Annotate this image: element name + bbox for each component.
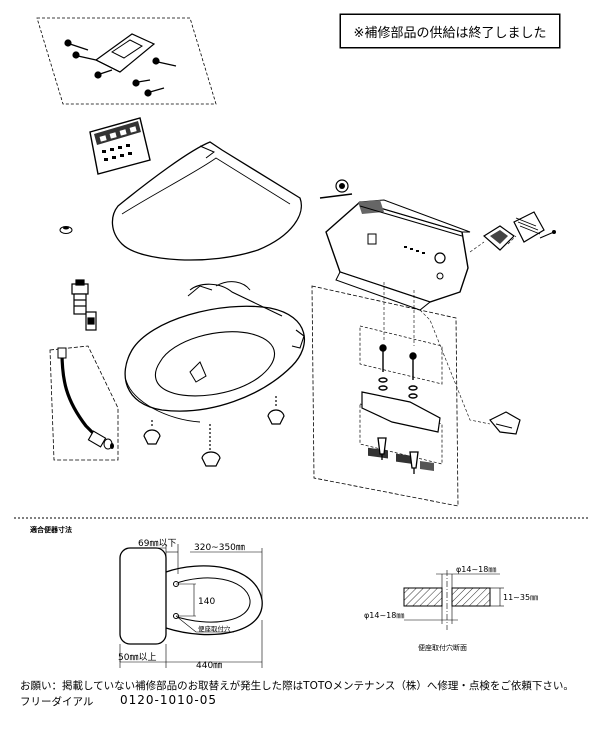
toilet-dimension-drawing (119, 544, 263, 668)
part-group-frame (36, 17, 217, 105)
base-plate (361, 391, 441, 471)
nozzle-cover-part (513, 211, 556, 243)
freedial-row: フリーダイアル 0120-1010-05 (20, 693, 216, 709)
washlet-main-unit (325, 199, 471, 311)
filter-part (482, 225, 515, 251)
stop-valve (71, 279, 97, 331)
base-plate-panel (311, 285, 459, 507)
dim-label: 440㎜ (196, 661, 222, 671)
tank-outline (119, 547, 167, 645)
bolt-set (378, 344, 418, 399)
knob-screw (319, 179, 353, 199)
dim-label: 140 (198, 597, 215, 607)
supply-hose-group (49, 345, 119, 461)
anchor-set (377, 437, 419, 474)
parts-supply-ended-notice: ※補修部品の供給は終了しました (340, 14, 560, 48)
section-caption: 便座取付穴断面 (418, 643, 467, 652)
dim-label: 50㎜以上 (118, 652, 156, 663)
section-title: 適合便器寸法 (30, 525, 72, 534)
mounting-plate (94, 33, 156, 73)
toilet-seat-ring (124, 281, 306, 423)
dim-label: 69㎜以下 (138, 539, 176, 549)
callout-label: 便座取付穴 (198, 624, 231, 633)
mount-hole-section (403, 570, 504, 630)
freedial-phone[interactable]: 0120-1010-05 (120, 693, 218, 707)
small-cap-part (59, 226, 73, 234)
screw-set (64, 39, 177, 97)
dim-label: φ14~18㎜ (364, 611, 404, 620)
remote-control (89, 117, 151, 175)
mounting-plate-group (36, 17, 217, 105)
seat-bumpers (143, 396, 285, 467)
leader-lines (383, 235, 517, 425)
hatched-section (403, 587, 443, 607)
seat-lid (111, 141, 302, 261)
dim-label: φ14~18㎜ (456, 565, 496, 574)
hatched-section (451, 587, 491, 607)
freedial-label: フリーダイアル (20, 696, 94, 708)
dim-label: 11~35㎜ (503, 593, 538, 602)
dim-label: 320~350㎜ (194, 543, 245, 553)
repair-request-note: お願い：掲載していない補修部品のお取替えが発生した際はTOTOメンテナンス（株）… (20, 680, 574, 692)
clip-bracket (489, 411, 521, 435)
